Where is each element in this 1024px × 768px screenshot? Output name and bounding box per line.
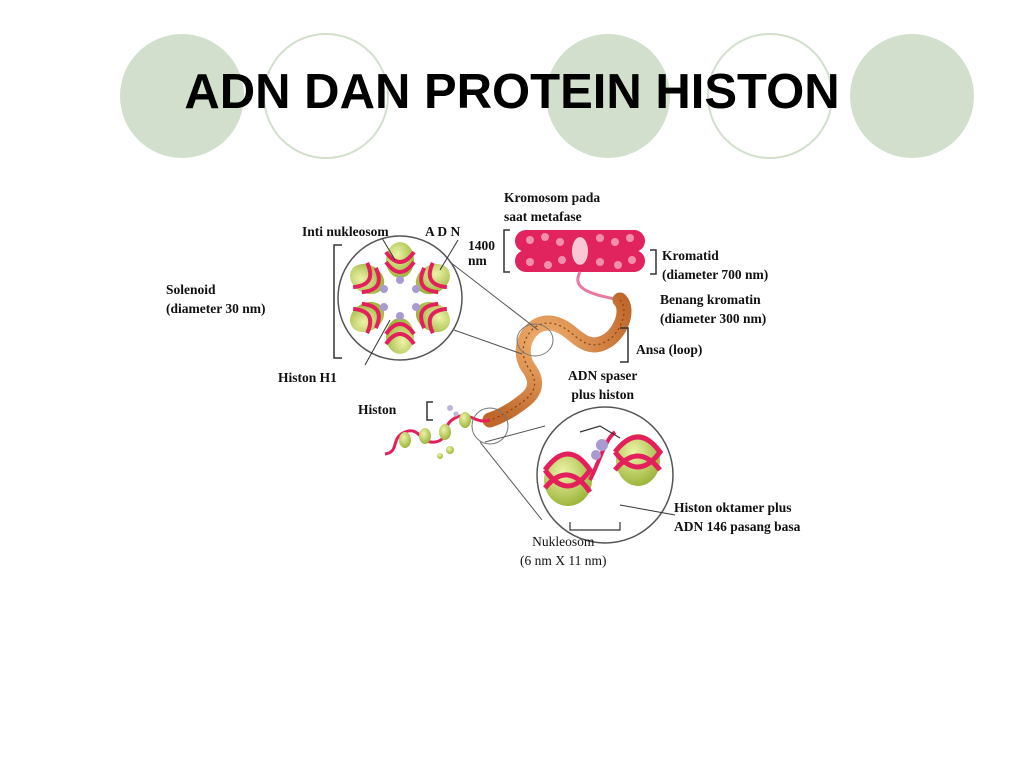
chromosome-structure-diagram: Kromosom pada saat metafase Inti nukleos… [150, 170, 890, 590]
label-solenoid: Solenoid (diameter 30 nm) [166, 282, 266, 316]
slide-title: ADN DAN PROTEIN HISTON [184, 65, 840, 119]
diagram-graphic [333, 229, 676, 544]
deco-circle-outline-2 [707, 33, 833, 159]
bracket-histon [426, 401, 433, 421]
bracket-ansa [620, 327, 629, 363]
label-histon-oktamer: Histon oktamer plus ADN 146 pasang basa [674, 500, 801, 534]
label-ansa-loop: Ansa (loop) [636, 342, 703, 357]
chromatin-coil [482, 292, 632, 428]
label-adn-spaser: ADN spaser plus histon [568, 368, 638, 402]
label-inti-nukleosom: Inti nukleosom [302, 224, 389, 239]
nucleosome-magnified [479, 406, 674, 544]
label-adn: A D N [425, 224, 461, 239]
bracket-solenoid [333, 244, 342, 359]
label-1400-nm: 1400 nm [468, 238, 495, 268]
header-decoration [120, 33, 974, 159]
beads-on-string [384, 405, 509, 459]
solenoid-magnified [337, 235, 539, 361]
deco-circle-outline-1 [263, 33, 389, 159]
pointer-histon-h1 [364, 319, 391, 366]
label-histon: Histon [358, 402, 397, 417]
label-kromatid: Kromatid (diameter 700 nm) [662, 248, 769, 282]
deco-circle-filled-1 [120, 34, 244, 158]
deco-circle-filled-3 [850, 34, 974, 158]
pointer-adn [439, 239, 459, 271]
bracket-1400 [503, 229, 510, 273]
chromatin-fiber-thin [576, 271, 621, 302]
pointer-histon-oktamer [619, 504, 676, 516]
deco-circle-filled-2 [546, 34, 670, 158]
chromosome-icon [515, 230, 645, 272]
label-benang-kromatin: Benang kromatin (diameter 300 nm) [660, 292, 767, 326]
label-kromosom-metafase: Kromosom pada saat metafase [504, 190, 601, 224]
bracket-kromatid [650, 249, 657, 275]
label-nukleosom: Nukleosom (6 nm X 11 nm) [520, 534, 607, 568]
label-histon-h1: Histon H1 [278, 370, 337, 385]
bracket-nukleosom [569, 522, 621, 531]
pointer-inti-nukleosom [381, 237, 396, 261]
